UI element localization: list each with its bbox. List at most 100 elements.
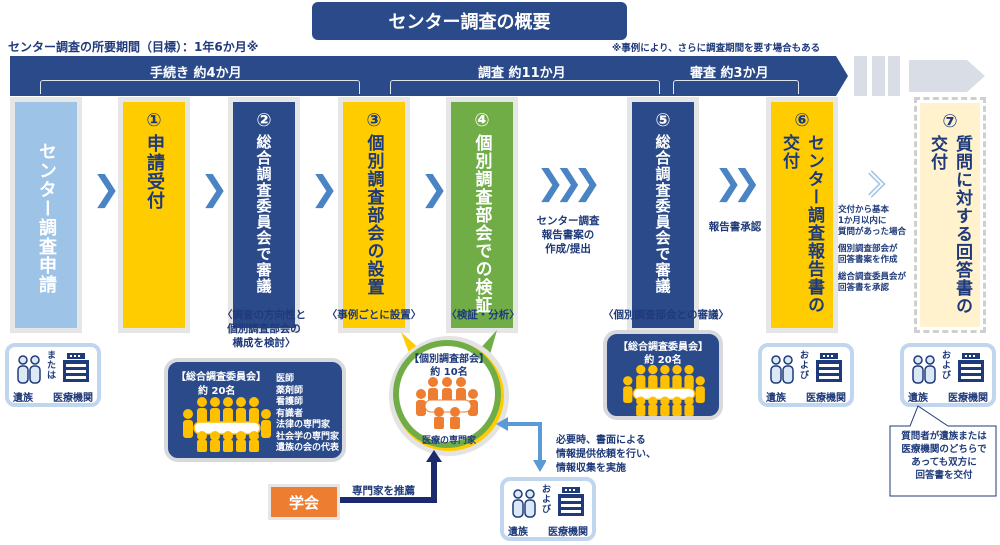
answer-note-callout	[889, 405, 997, 497]
member-item: 法律の専門家	[276, 420, 331, 430]
step-5-general-committee: ⑤ 総合調査委員会で審議	[627, 97, 699, 333]
individual-committee-size: 約 10名	[430, 367, 468, 378]
bereaved-label: 遺族	[13, 393, 33, 404]
step3-caption: 〈事例ごとに設置〉	[326, 309, 422, 321]
bereaved-family-icon	[17, 355, 41, 384]
institution-label: 医療機関	[948, 393, 988, 404]
individual-committee-footer: 医療の専門家	[421, 436, 476, 446]
caption-line: 作成/提出	[545, 243, 591, 255]
footnote: ※事例により、さらに調査期間を要す場合もある	[612, 43, 821, 54]
party-box-and-step7: および 遺族 医療機関	[900, 343, 996, 407]
note-line: 個別調査部会が	[838, 244, 898, 254]
step-1-reception: ① 申請受付	[118, 97, 190, 333]
step-label: センター調査報告書の交付	[779, 134, 824, 314]
bereaved-family-icon	[512, 489, 536, 518]
individual-committee-circle	[389, 330, 509, 456]
bereaved-family-icon	[770, 355, 794, 384]
draft-report-caption: センター調査 報告書案の 作成/提出	[518, 214, 618, 256]
academic-society-box: 学会	[268, 484, 340, 520]
step-label: 個別調査部会での検証	[471, 134, 492, 314]
caption-line: 情報提供依頼を行い、	[556, 449, 656, 460]
info-request-arrow	[496, 417, 546, 472]
step4-caption: 〈検証・分析〉	[446, 309, 520, 321]
institution-label: 医療機関	[548, 527, 588, 538]
step-number: ②	[256, 110, 272, 131]
step-label: 個別調査部会の設置	[363, 134, 384, 296]
committee-people-icon	[183, 397, 271, 452]
party-box-and-step6: および 遺族 医療機関	[758, 343, 854, 407]
committee-size: 約 20名	[644, 355, 682, 366]
bereaved-label: 遺族	[908, 393, 928, 404]
note-line: 医療機関のどちらで	[901, 444, 987, 455]
conjunction: および	[942, 351, 952, 381]
timeline-stripe	[872, 56, 885, 96]
report-approval-caption: 報告書承認	[708, 221, 762, 233]
phase-bracket	[673, 80, 799, 94]
phase-review: 審査 約3か月	[690, 66, 769, 81]
step-label: 総合調査委員会で審議	[653, 134, 672, 294]
triple-chevron-icon: ❯❯❯	[536, 163, 602, 203]
member-item: 遺族の会の代表	[276, 443, 340, 453]
individual-committee-title: 【個別調査部会】	[409, 354, 489, 365]
caption-line: 構成を検討〉	[232, 337, 296, 349]
caption-line: 情報収集を実施	[556, 463, 626, 474]
phase-procedure: 手続き 約4か月	[150, 66, 242, 81]
diagram-title: センター調査の概要	[312, 2, 627, 40]
note-line: 交付から基本	[838, 205, 890, 215]
bereaved-label: 遺族	[766, 393, 786, 404]
general-committee-bubble: 【総合調査委員会】 約 20名 医師 薬剤師 看護師 有識者 法律の専門家 社会…	[164, 358, 346, 462]
answer-note: 質問者が遺族または 医療機関のどちらで あっても双方に 回答書を交付	[892, 430, 996, 482]
step2-caption: 〈調査の方向性と 個別調査部会の 構成を検討〉	[214, 308, 314, 350]
question-process-note: 交付から基本 1か月以内に 質問があった場合 個別調査部会が 回答書案を作成 総…	[838, 205, 918, 294]
bereaved-label: 遺族	[508, 527, 528, 538]
member-item: 社会学の専門家	[276, 431, 340, 442]
chevron-right-icon: ❯	[92, 169, 121, 209]
note-line: あっても双方に	[911, 457, 977, 468]
recommend-caption: 専門家を推薦	[352, 485, 415, 497]
chevron-right-icon: ❯	[310, 169, 339, 209]
caption-line: 〈調査の方向性と	[222, 309, 306, 321]
member-item: 薬剤師	[276, 385, 304, 396]
party-box-or: または 遺族 医療機関	[5, 343, 101, 407]
step-number: ④	[474, 110, 490, 131]
committee-size: 約 20名	[198, 386, 236, 397]
period-label: センター調査の所要期間（目標）：1年6か月※	[8, 40, 259, 54]
step-label: 総合調査委員会で審議	[254, 134, 273, 294]
conjunction: および	[800, 351, 810, 381]
timeline-stripe	[854, 56, 867, 96]
note-line: 回答書を承認	[838, 283, 890, 293]
info-request-caption: 必要時、書面による 情報提供依頼を行い、 情報収集を実施	[556, 434, 656, 476]
hospital-building-icon	[816, 353, 842, 382]
member-item: 医師	[276, 374, 295, 384]
member-item: 有識者	[276, 408, 304, 419]
committee-members: 医師 薬剤師 看護師 有識者 法律の専門家 社会学の専門家 遺族の会の代表	[276, 374, 339, 455]
step-label: 質問に対する回答書の交付	[927, 135, 972, 315]
hospital-building-icon	[63, 353, 89, 382]
institution-label: 医療機関	[806, 393, 846, 404]
step-3-individual-setup: ③ 個別調査部会の設置	[338, 97, 410, 333]
note-line: 1か月以内に	[838, 216, 887, 226]
recommend-arrow	[340, 450, 442, 503]
caption-line: 報告書案の	[541, 229, 595, 241]
conjunction: および	[542, 485, 552, 515]
step-center-application: センター調査申請	[10, 97, 82, 333]
timeline-stripe	[888, 56, 900, 96]
step-number: ⑥	[794, 110, 810, 131]
step-4-verification: ④ 個別調査部会での検証	[446, 97, 518, 333]
outline-chevron-icon	[868, 170, 886, 198]
step-number: ⑤	[655, 110, 671, 131]
conjunction: または	[47, 351, 57, 381]
note-line: 総合調査委員会が	[838, 272, 907, 282]
phase-bracket	[390, 80, 660, 94]
caption-line: センター調査	[536, 215, 600, 227]
timeline-continue-arrow	[909, 60, 985, 92]
caption-line: 個別調査部会の	[227, 323, 301, 335]
party-box-and-bottom: および 遺族 医療機関	[500, 477, 596, 541]
hospital-building-icon	[558, 487, 584, 516]
general-committee-bubble-step5: 【総合調査委員会】 約 20名	[603, 330, 723, 420]
committee-title: 【総合調査委員会】	[176, 372, 266, 383]
committee-people-icon	[623, 364, 705, 416]
step-7-answer-delivery: ⑦ 質問に対する回答書の交付	[914, 97, 986, 333]
step-number: ③	[366, 110, 382, 131]
note-line: 質問者が遺族または	[901, 431, 987, 442]
